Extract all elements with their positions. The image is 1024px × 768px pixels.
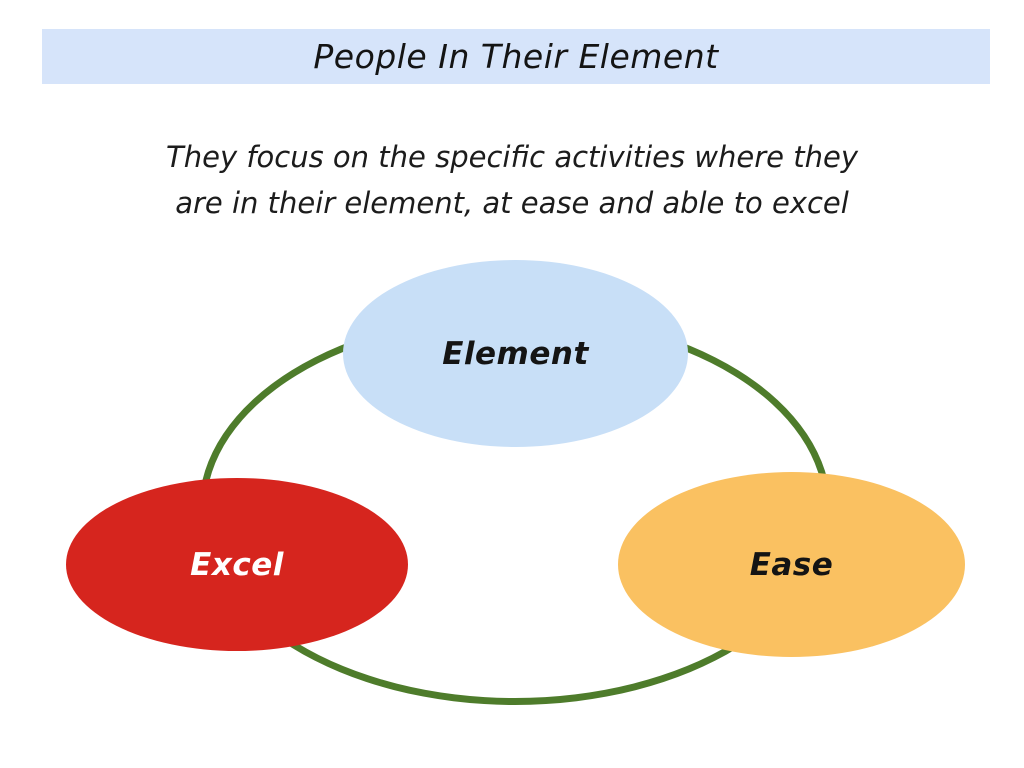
node-element-label: Element bbox=[442, 335, 589, 372]
node-excel: Excel bbox=[66, 478, 408, 651]
node-ease-label: Ease bbox=[749, 546, 834, 583]
subtitle: They focus on the specific activities wh… bbox=[0, 134, 1024, 226]
subtitle-line-1: They focus on the specific activities wh… bbox=[166, 140, 858, 174]
node-excel-label: Excel bbox=[190, 546, 284, 583]
title-bar: People In Their Element bbox=[42, 29, 990, 84]
node-ease: Ease bbox=[618, 472, 965, 657]
subtitle-line-2: are in their element, at ease and able t… bbox=[175, 186, 849, 220]
node-element: Element bbox=[343, 260, 688, 447]
slide-title: People In Their Element bbox=[313, 37, 719, 76]
